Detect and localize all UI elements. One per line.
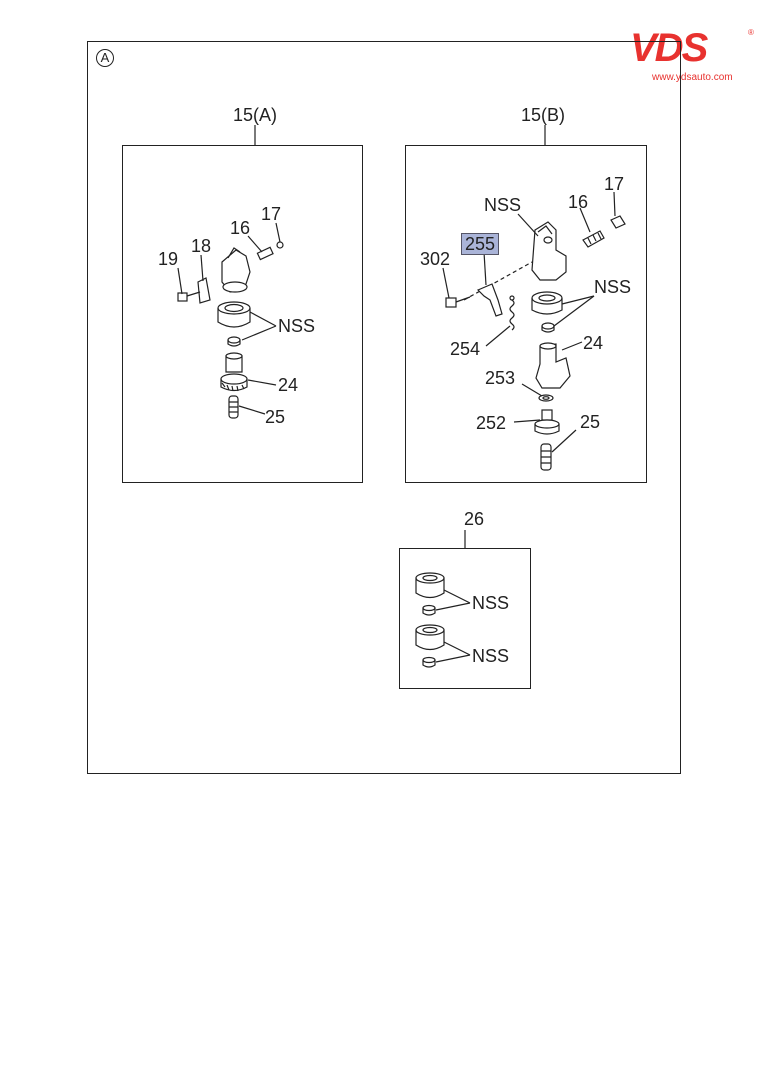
panel-15a-title: 15(A) xyxy=(233,105,278,125)
washer-253 xyxy=(538,394,554,402)
callout-255-highlighted: 255 xyxy=(461,233,500,255)
callout-25-b: 25 xyxy=(580,412,601,432)
bracket-18 xyxy=(197,277,211,304)
callout-254-b: 254 xyxy=(450,339,481,359)
view-marker: A xyxy=(96,49,114,67)
callout-16-a: 16 xyxy=(230,218,251,238)
lever-255 xyxy=(476,283,503,317)
bolt-302 xyxy=(445,296,471,308)
callout-17-a: 17 xyxy=(261,204,282,224)
screw-16-b xyxy=(582,230,605,248)
vds-logo: VDS ® www.ydsauto.com xyxy=(630,28,760,86)
callout-24-b: 24 xyxy=(583,333,604,353)
bolt-19 xyxy=(177,291,201,302)
seal-kit-2 xyxy=(415,624,445,668)
panel-15b xyxy=(405,145,647,483)
callout-18-a: 18 xyxy=(191,236,212,256)
pin-25-b xyxy=(540,443,552,471)
panel-26-title: 26 xyxy=(464,509,485,529)
callout-19-a: 19 xyxy=(158,249,179,269)
nut-17-b xyxy=(610,215,626,229)
callout-25-a: 25 xyxy=(265,407,286,427)
panel-15a xyxy=(122,145,363,483)
logo-url: www.ydsauto.com xyxy=(652,72,733,83)
callout-nss-top-b: NSS xyxy=(484,195,522,215)
logo-brand: VDS xyxy=(630,26,708,70)
callout-252-b: 252 xyxy=(476,413,507,433)
panel-26 xyxy=(399,548,531,689)
callout-16-b: 16 xyxy=(568,192,589,212)
callout-nss-b: NSS xyxy=(594,277,632,297)
callout-nss-2-c: NSS xyxy=(472,646,510,666)
gear-24-a xyxy=(220,352,248,392)
callout-nss-a: NSS xyxy=(278,316,316,336)
diagram-frame xyxy=(87,41,681,774)
callout-253-b: 253 xyxy=(485,368,516,388)
callout-24-a: 24 xyxy=(278,375,299,395)
panel-15b-title: 15(B) xyxy=(521,105,566,125)
seal-kit-1 xyxy=(415,572,445,616)
callout-nss-1-c: NSS xyxy=(472,593,510,613)
housing-15b xyxy=(531,221,567,281)
callout-17-b: 17 xyxy=(604,174,625,194)
seal-ring-a xyxy=(217,301,251,347)
callout-302-b: 302 xyxy=(420,249,451,269)
gear-252 xyxy=(534,409,560,435)
logo-registered-mark: ® xyxy=(748,28,754,37)
housing-15a xyxy=(221,247,251,293)
axis-line-b xyxy=(463,261,533,301)
housing-24-b xyxy=(535,342,571,389)
seal-ring-b xyxy=(531,291,563,333)
spring-254 xyxy=(509,295,515,331)
pin-25-a xyxy=(228,395,239,419)
